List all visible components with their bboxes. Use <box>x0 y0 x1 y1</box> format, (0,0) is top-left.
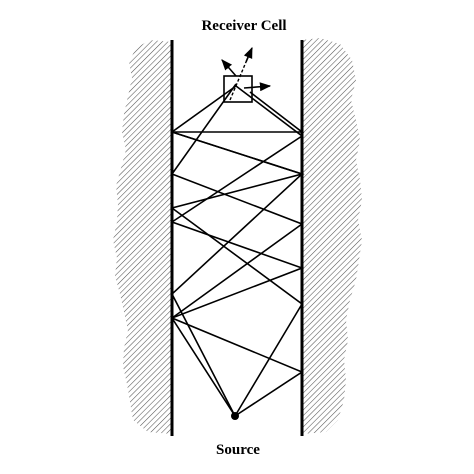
left-wall-hatching <box>113 40 172 434</box>
ray-path-1 <box>170 85 305 417</box>
right-wall-hatching <box>302 38 362 434</box>
receiver-dashed-ray <box>229 61 247 101</box>
source-dot <box>231 412 239 420</box>
receiver-arrow-up <box>243 46 253 63</box>
ray-path-2 <box>170 83 304 417</box>
receiver-cell-box <box>223 75 253 103</box>
receiver-arrow-right <box>243 82 272 92</box>
source-label: Source <box>216 442 260 458</box>
receiver-arrow-left <box>221 59 237 77</box>
receiver-cell-label: Receiver Cell <box>201 18 286 34</box>
ray-path-4 <box>170 91 305 417</box>
ray-path-3 <box>170 85 304 417</box>
